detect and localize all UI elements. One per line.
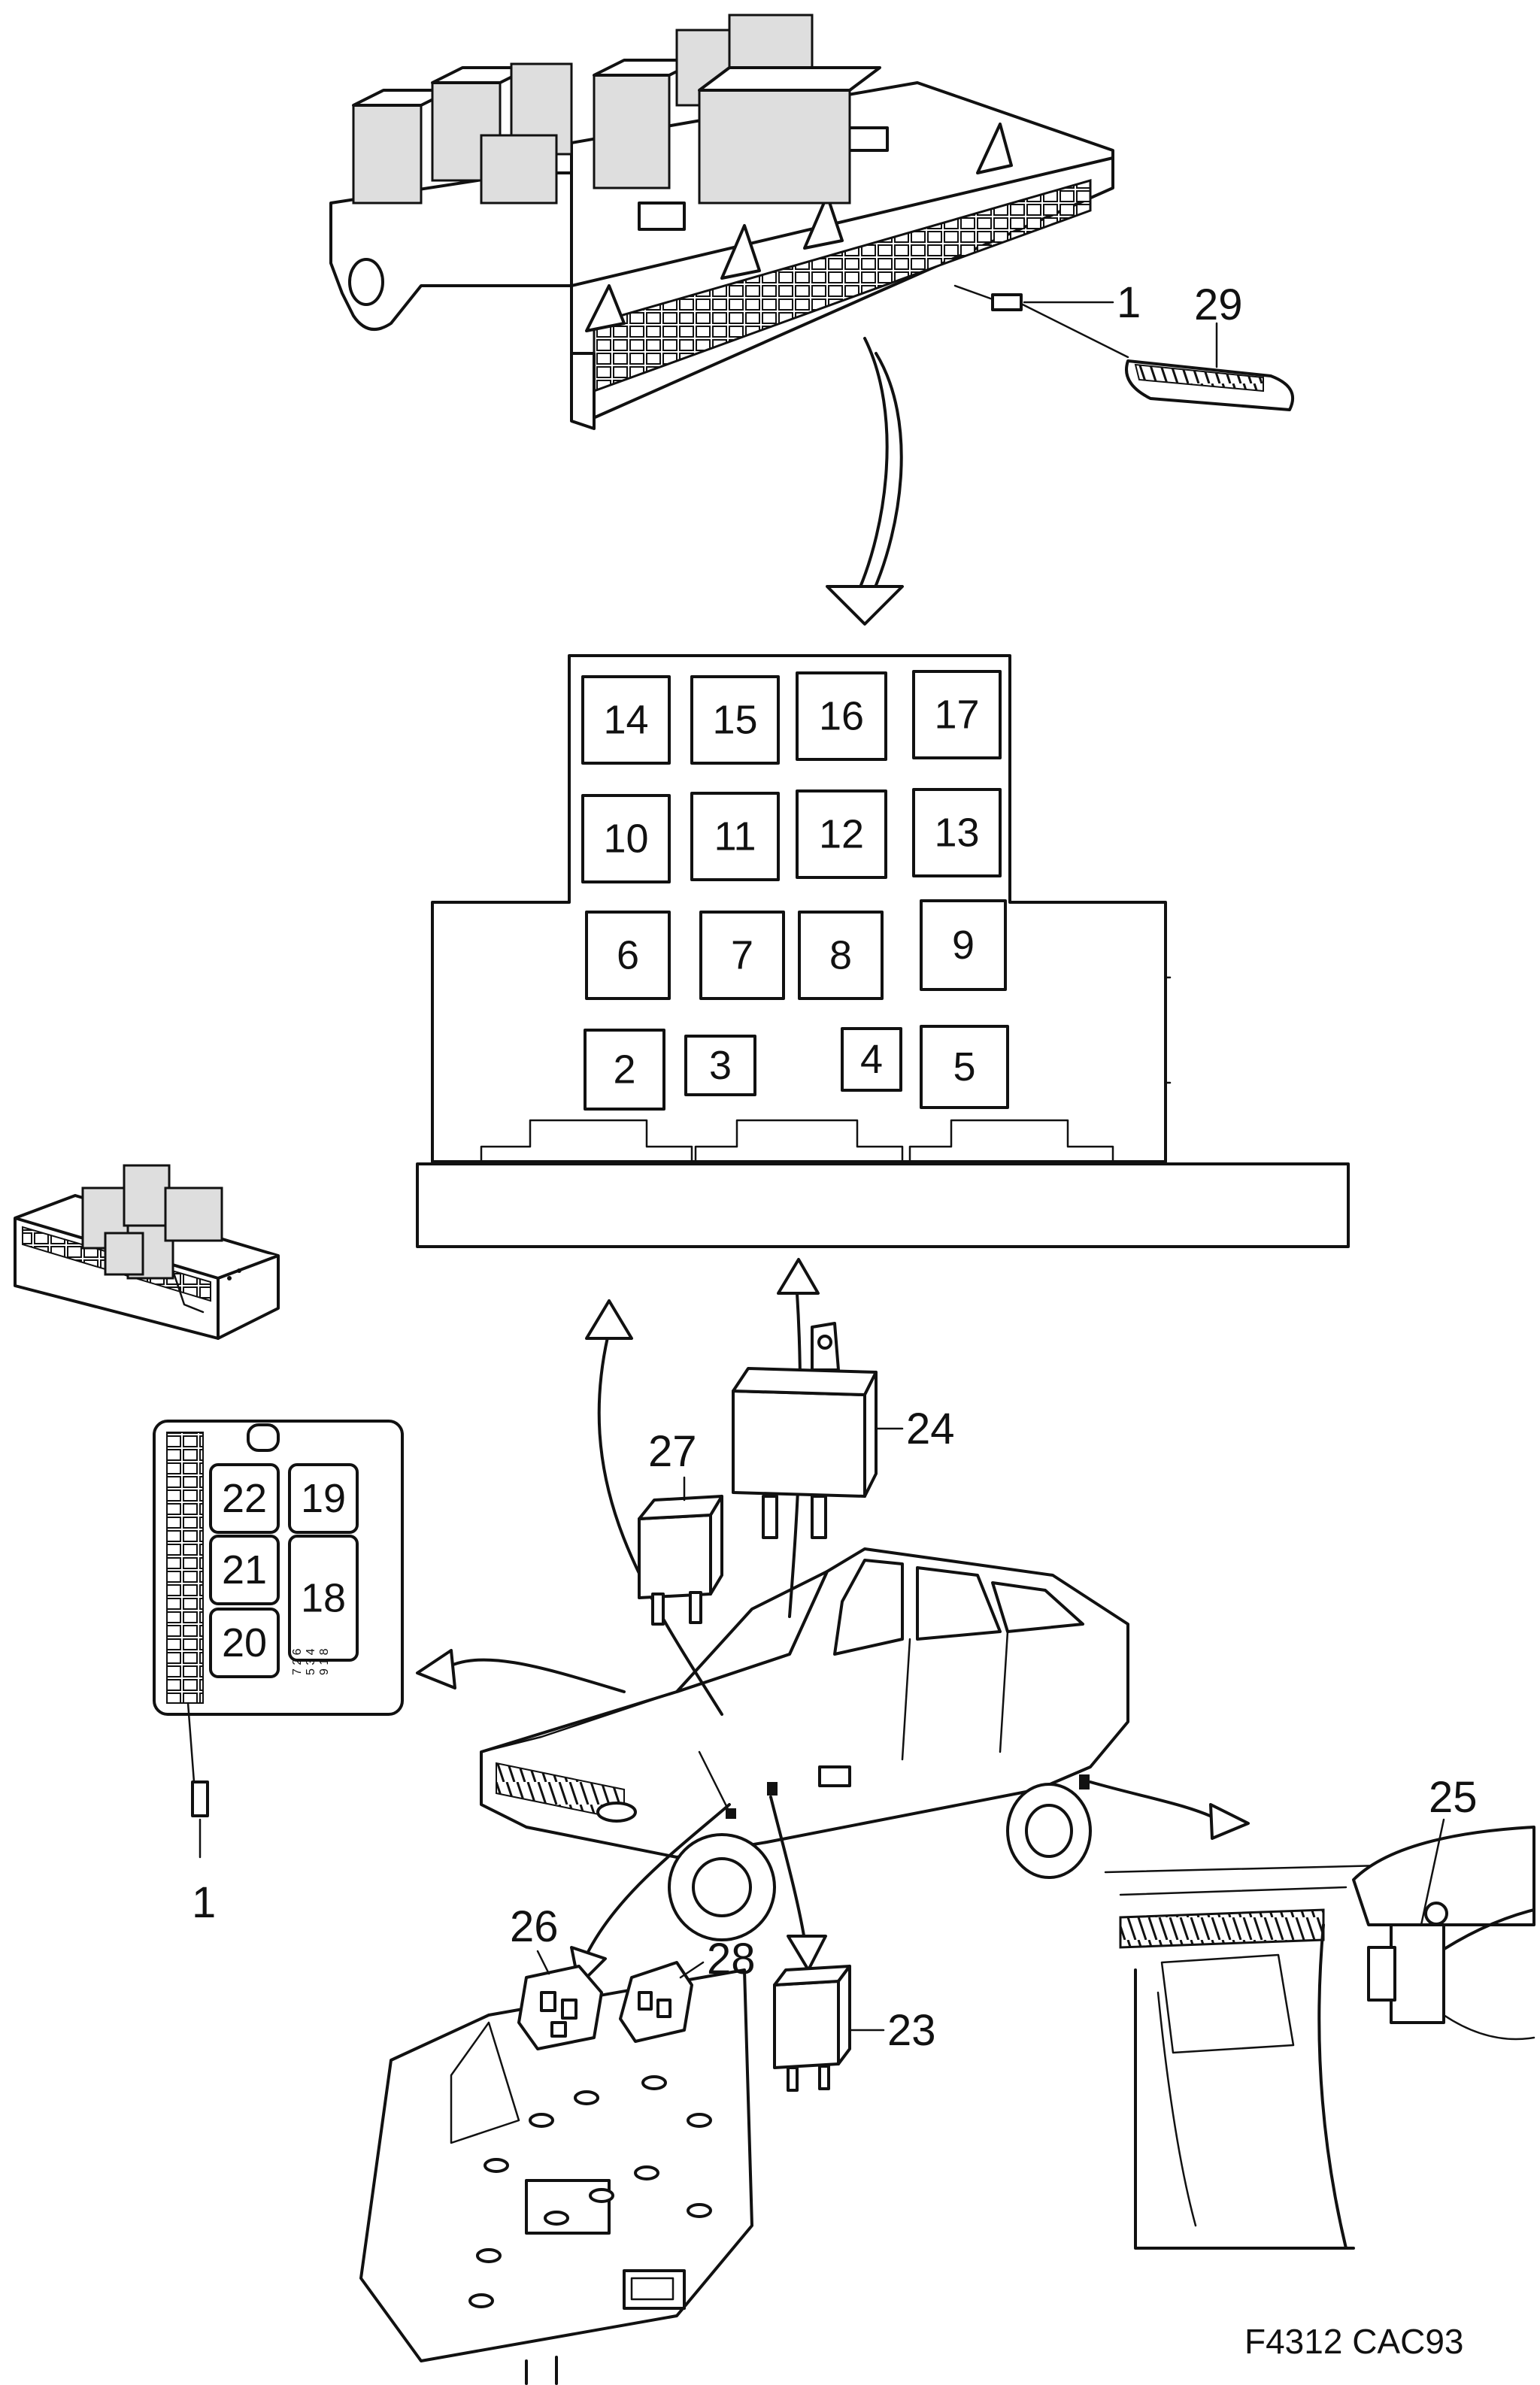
relay-slot-label: 11 <box>714 814 756 859</box>
relay-slot-box <box>584 1029 665 1111</box>
fuse-puller <box>1021 303 1294 411</box>
relay-slot-label: 8 <box>829 933 852 978</box>
relay-slot-label: 10 <box>603 817 648 862</box>
relay-slot-2: 2 <box>584 1029 665 1111</box>
relay-slot-box <box>798 911 884 1000</box>
relay-slot-box <box>690 675 780 765</box>
relay-slot-6: 6 <box>585 911 671 1000</box>
relay-slot-14: 14 <box>581 675 671 765</box>
relay-slot-8: 8 <box>798 911 884 1000</box>
callout-fuse-puller: 29 <box>1194 280 1243 368</box>
main-relay-box-3d <box>329 14 1114 430</box>
callout-23: 23 <box>887 2006 936 2055</box>
relay-slot-box <box>581 794 671 883</box>
relay-slot-label: 4 <box>860 1037 883 1082</box>
relay-slot-label: 3 <box>709 1043 732 1088</box>
relay-slot-label: 17 <box>934 692 979 738</box>
aux-relay-slot-box <box>209 1463 280 1534</box>
relay-slot-15: 15 <box>690 675 780 765</box>
lower-relay-box <box>359 1968 753 2385</box>
relay-slot-label: 2 <box>613 1047 635 1092</box>
relay-slot-13: 13 <box>912 788 1002 877</box>
relay-slot-box <box>699 911 785 1000</box>
aux-relay-slot-box <box>209 1608 280 1678</box>
callout-1-aux: 1 <box>192 1878 216 1927</box>
aux-relay-slot-21: 21 <box>209 1535 280 1605</box>
relay-23: 23 <box>773 1965 936 2092</box>
relay-slot-12: 12 <box>796 789 887 879</box>
relay-slot-label: 5 <box>953 1044 975 1089</box>
relay-slot-label: 7 <box>731 933 753 978</box>
relay-slot-7: 7 <box>699 911 785 1000</box>
relay-slot-10: 10 <box>581 794 671 883</box>
relay-slot-box <box>920 899 1007 991</box>
relay-slot-9: 9 <box>920 899 1007 991</box>
relay-slot-label: 9 <box>952 923 975 968</box>
pin-legend-row-1: 7 2 6 <box>291 1648 304 1675</box>
pin-legend-row-2: 5 3 4 <box>305 1648 317 1675</box>
car-arrows <box>416 1258 1250 1986</box>
aux-relay-slot-label: 21 <box>222 1547 267 1593</box>
relay-28: 28 <box>619 1935 756 2043</box>
relay-slot-label: 6 <box>617 933 639 978</box>
aux-relay-slot-18: 18 <box>288 1535 359 1662</box>
relay-slot-3: 3 <box>684 1035 756 1096</box>
callout-29: 29 <box>1194 280 1243 329</box>
car-illustration <box>480 1547 1129 1941</box>
relay-slot-4: 4 <box>841 1027 902 1092</box>
aux-relay-slot-label: 19 <box>301 1476 346 1521</box>
relay-24: 24 <box>732 1322 955 1539</box>
callout-24: 24 <box>906 1405 955 1453</box>
relay-26: 26 <box>510 1902 603 2050</box>
pin-legend-row-3: 9 1 8 <box>318 1648 331 1675</box>
relay-slot-11: 11 <box>690 792 780 881</box>
relay-slot-17: 17 <box>912 670 1002 759</box>
aux-relay-slot-20: 20 <box>209 1608 280 1678</box>
aux-relay-box-3d <box>14 1164 280 1340</box>
callout-fuse-top: 1 <box>1023 278 1141 327</box>
relay-slot-box <box>585 911 671 1000</box>
relay-slot-box <box>912 670 1002 759</box>
aux-relay-slot-label: 18 <box>301 1576 346 1621</box>
relay-slot-box <box>796 789 887 879</box>
relay-slot-label: 16 <box>819 694 864 739</box>
relay-slot-label: 13 <box>934 811 979 856</box>
relay-slot-5: 5 <box>920 1025 1009 1109</box>
aux-relay-slot-box <box>209 1535 280 1605</box>
figure-code: F4312 CAC93 <box>1244 2322 1464 2361</box>
relay-slot-label: 15 <box>712 698 757 743</box>
aux-pin-legend: 7 2 6 5 3 4 9 1 8 <box>291 1648 331 1675</box>
relay-slot-16: 16 <box>796 671 887 761</box>
relay-slot-label: 12 <box>819 812 864 857</box>
callout-fuse-aux: 1 <box>192 1878 216 1927</box>
callout-27: 27 <box>648 1427 697 1476</box>
trunk-detail: 25 <box>1104 1773 1535 2250</box>
relay-slot-box <box>796 671 887 761</box>
relay-slot-box <box>690 792 780 881</box>
relay-slot-box <box>920 1025 1009 1109</box>
aux-relay-slots: 22 19 21 18 20 <box>209 1463 359 1678</box>
callout-28: 28 <box>707 1935 756 1983</box>
aux-relay-slot-label: 20 <box>222 1620 267 1665</box>
aux-relay-slot-22: 22 <box>209 1463 280 1534</box>
relay-slot-box <box>581 675 671 765</box>
callout-1-top: 1 <box>1117 278 1141 327</box>
relay-slot-box <box>684 1035 756 1096</box>
arrow-to-layout <box>826 337 904 626</box>
callout-25: 25 <box>1429 1773 1478 1822</box>
aux-relay-slot-label: 22 <box>222 1476 267 1521</box>
relay-slot-box <box>912 788 1002 877</box>
aux-relay-slot-19: 19 <box>288 1463 359 1534</box>
aux-relay-slot-box <box>288 1463 359 1534</box>
relay-slot-label: 14 <box>603 698 648 743</box>
callout-26: 26 <box>510 1902 559 1951</box>
relay-slot-box <box>841 1027 902 1092</box>
aux-relay-slot-box <box>288 1535 359 1662</box>
main-relay-slots: 14 15 16 17 10 11 12 13 6 7 8 9 2 3 4 5 <box>581 670 1009 1111</box>
relay-27: 27 <box>638 1427 723 1626</box>
